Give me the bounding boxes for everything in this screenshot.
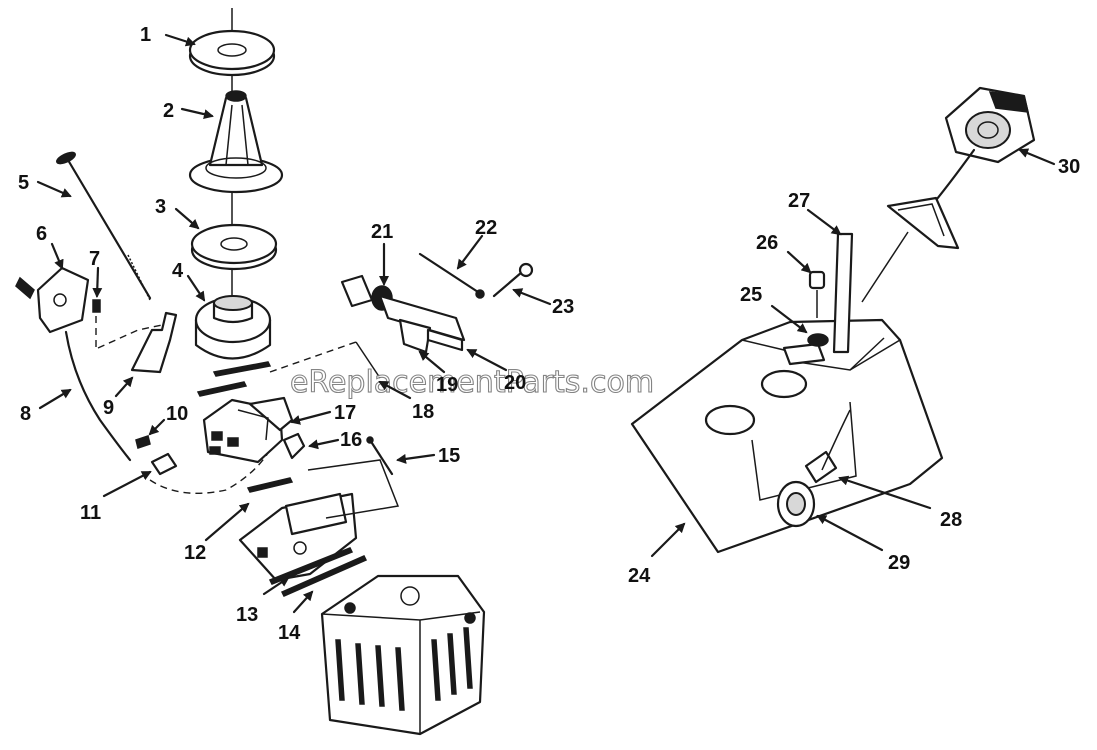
callout-5: 5 — [18, 172, 72, 198]
callout-16: 16 — [308, 429, 362, 451]
callout-label-12: 12 — [184, 542, 206, 564]
part-11 — [149, 439, 276, 495]
callout-label-4: 4 — [172, 260, 184, 282]
callout-label-10: 10 — [166, 403, 188, 425]
callout-label-30: 30 — [1058, 156, 1080, 178]
callout-label-19: 19 — [436, 374, 458, 396]
part-6 — [15, 266, 90, 334]
callout-29: 29 — [816, 514, 910, 574]
callout-19: 19 — [418, 350, 458, 396]
callout-13: 13 — [236, 576, 290, 626]
part-1 — [188, 29, 276, 77]
callout-label-29: 29 — [888, 552, 910, 574]
part-2 — [188, 90, 284, 194]
callout-label-17: 17 — [334, 402, 356, 424]
callout-21: 21 — [371, 221, 393, 286]
part-10 — [135, 435, 151, 449]
part-24 — [630, 318, 944, 554]
part-18 — [269, 341, 381, 379]
callout-label-5: 5 — [18, 172, 29, 194]
callout-label-22: 22 — [475, 217, 497, 239]
part-22 — [418, 252, 485, 299]
part-27 — [832, 232, 854, 354]
callout-label-13: 13 — [236, 604, 258, 626]
callout-label-1: 1 — [140, 24, 151, 46]
callout-label-8: 8 — [20, 403, 31, 425]
callout-25: 25 — [740, 284, 808, 334]
callout-label-24: 24 — [628, 565, 651, 587]
callout-label-3: 3 — [155, 196, 166, 218]
part-25 — [807, 333, 829, 347]
callout-22: 22 — [456, 217, 497, 270]
callout-4: 4 — [172, 260, 206, 302]
callout-26: 26 — [756, 232, 812, 274]
callout-30: 30 — [1018, 148, 1080, 178]
part-19 — [378, 294, 466, 354]
callout-18: 18 — [378, 380, 434, 423]
motor-block — [320, 574, 486, 736]
part-28 — [804, 409, 851, 484]
callout-label-23: 23 — [552, 296, 574, 318]
callout-label-9: 9 — [103, 397, 114, 419]
part-26 — [808, 270, 826, 318]
part-3 — [190, 223, 278, 271]
callout-10: 10 — [148, 403, 188, 436]
callout-label-26: 26 — [756, 232, 778, 254]
callout-label-28: 28 — [940, 509, 962, 531]
callout-3: 3 — [155, 196, 200, 230]
callout-23: 23 — [512, 288, 574, 318]
callout-label-7: 7 — [89, 248, 100, 270]
part-20 — [426, 328, 464, 352]
callout-8: 8 — [20, 388, 72, 425]
callout-label-15: 15 — [438, 445, 460, 467]
callout-label-20: 20 — [504, 372, 526, 394]
part-29 — [776, 480, 816, 528]
part-16 — [282, 432, 306, 460]
callout-14: 14 — [278, 590, 314, 644]
callout-27: 27 — [788, 190, 842, 236]
part-8 — [64, 330, 132, 462]
part-5 — [56, 151, 152, 301]
part-14 — [268, 547, 368, 597]
callout-label-18: 18 — [412, 401, 434, 423]
part-4 — [194, 295, 272, 360]
callout-11: 11 — [80, 470, 152, 524]
callout-label-27: 27 — [788, 190, 810, 212]
callout-label-11: 11 — [80, 502, 101, 524]
callout-20: 20 — [466, 348, 526, 394]
callout-6: 6 — [36, 223, 64, 270]
watermark-text: eReplacementParts.com — [290, 365, 654, 400]
callout-label-14: 14 — [278, 622, 301, 644]
callout-2: 2 — [163, 100, 214, 122]
callout-label-6: 6 — [36, 223, 47, 245]
callout-1: 1 — [140, 24, 196, 47]
callout-label-2: 2 — [163, 100, 174, 122]
part-15 — [366, 436, 394, 476]
part-23 — [492, 262, 534, 298]
part-9 — [97, 311, 178, 374]
part-30 — [861, 86, 1036, 303]
part-12 — [196, 361, 294, 493]
part-7 — [92, 299, 101, 352]
callout-label-21: 21 — [371, 221, 393, 243]
callout-24: 24 — [628, 522, 686, 587]
callout-label-25: 25 — [740, 284, 762, 306]
callout-label-16: 16 — [340, 429, 362, 451]
callout-9: 9 — [103, 376, 134, 419]
part-17 — [202, 396, 294, 464]
callout-15: 15 — [396, 445, 460, 467]
callout-7: 7 — [89, 248, 103, 298]
callout-17: 17 — [290, 402, 356, 425]
callout-12: 12 — [184, 502, 250, 564]
callout-28: 28 — [838, 475, 962, 531]
